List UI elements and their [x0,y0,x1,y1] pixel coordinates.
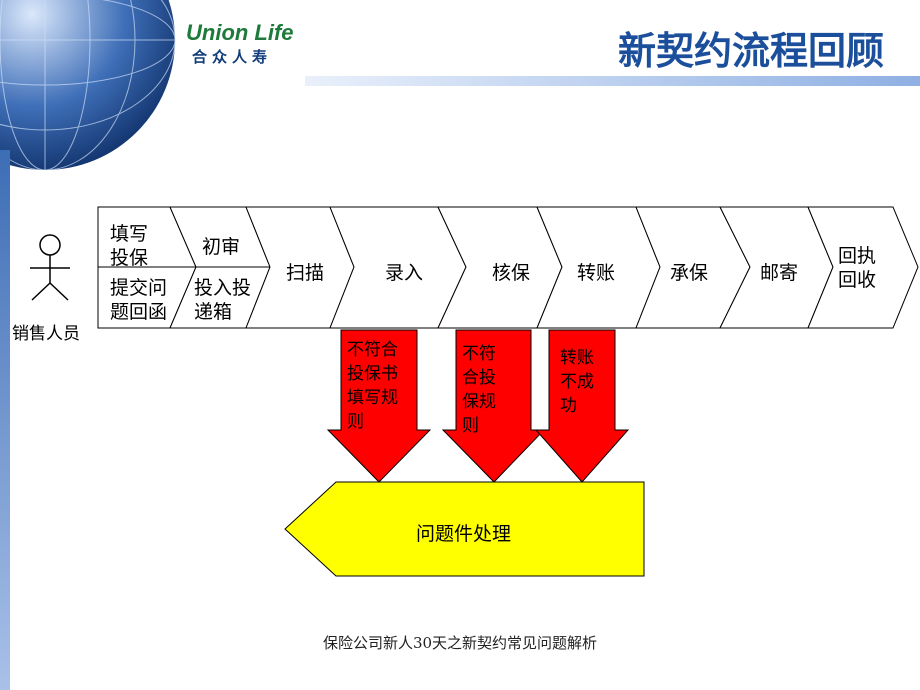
page-title: 新契约流程回顾 [617,29,884,73]
issue-transfer-label: 转账 不成 功 [560,348,594,416]
step-review-label: 初审 [202,236,241,258]
step-transfer-label: 转账 [577,262,616,284]
footer-caption: 保险公司新人30天之新契约常见问题解析 [322,634,598,652]
step-receipt [807,206,919,329]
issue-rules-label: 不符 合投 保规 则 [462,344,496,436]
globe-decoration [0,0,180,170]
actor-label: 销售人员 [12,324,80,344]
issue-arrow-transfer [534,329,630,483]
step-mail-label: 邮寄 [760,262,799,284]
logo-chinese-text: 合众人寿 [192,48,273,66]
title-underline-bar [305,76,920,86]
salesperson-actor-icon [30,234,70,301]
issue-arrow-form [326,329,432,483]
issue-arrow-rules [441,329,546,483]
left-accent-strip [0,150,10,690]
step-accept-label: 承保 [670,262,709,284]
step-submit-label: 提交问 题回函 [110,277,168,323]
step-scan-label: 扫描 [286,262,325,284]
step-receipt-label: 回执 回收 [838,245,877,291]
step-fill-label: 填写 投保 [110,223,149,269]
step-underwriting-label: 核保 [492,262,531,284]
problem-handling-label: 问题件处理 [416,523,512,545]
logo-english-text: Union Life [186,20,294,45]
problem-handling-arrow [284,481,645,577]
issue-form-label: 不符合 投保书 填写规 则 [347,340,398,432]
step-entry-label: 录入 [385,262,424,284]
step-dropbox-label: 投入投 递箱 [194,277,252,323]
